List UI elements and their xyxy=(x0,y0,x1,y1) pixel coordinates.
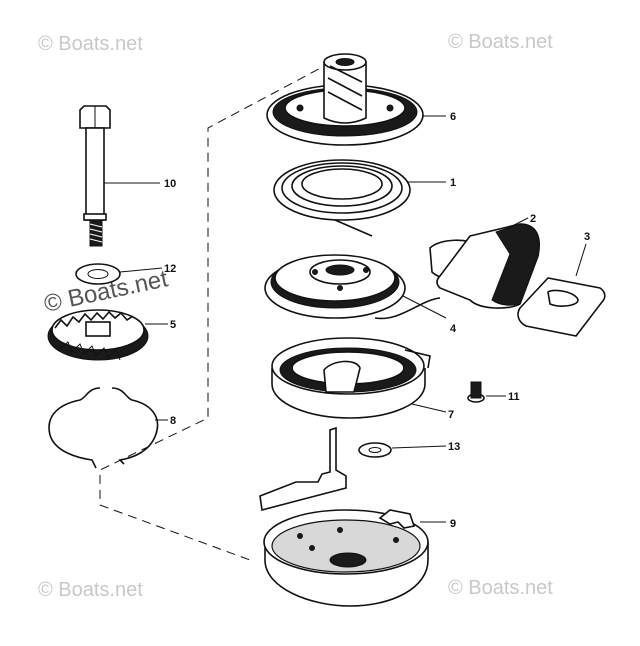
watermark-bottom-right: © Boats.net xyxy=(448,577,553,599)
callout-6: 6 xyxy=(450,111,456,123)
callout-12: 12 xyxy=(164,263,176,275)
callout-3: 3 xyxy=(584,231,590,243)
pulley-disk-part xyxy=(264,254,406,319)
handle-insert-part xyxy=(517,277,606,337)
ratchet-gear-part xyxy=(47,309,149,361)
callout-9: 9 xyxy=(450,518,456,530)
small-washer-part xyxy=(358,442,392,458)
spring-clip-part xyxy=(48,387,159,469)
callout-2: 2 xyxy=(530,213,536,225)
pulley-cup-part xyxy=(266,53,424,146)
starter-handle-part xyxy=(429,223,540,309)
screw-part xyxy=(467,381,485,403)
rope xyxy=(374,297,441,320)
rewind-spring-part xyxy=(273,159,411,237)
leader-4 xyxy=(402,295,447,319)
base-cup-part xyxy=(263,509,429,607)
callout-7: 7 xyxy=(448,409,454,421)
spring-housing-part xyxy=(271,337,431,419)
bolt-part xyxy=(79,105,111,247)
watermark-top-left: © Boats.net xyxy=(38,33,143,55)
watermark-top-right: © Boats.net xyxy=(448,31,553,53)
callout-13: 13 xyxy=(448,441,460,453)
callout-4: 4 xyxy=(450,323,457,335)
leader-2 xyxy=(507,217,529,229)
callout-11: 11 xyxy=(508,391,520,403)
watermark-bottom-left: © Boats.net xyxy=(38,579,143,601)
leader-7 xyxy=(411,403,447,413)
leader-12 xyxy=(119,267,163,273)
callout-1: 1 xyxy=(450,177,456,189)
leader-3 xyxy=(575,243,587,277)
leader-13 xyxy=(391,445,447,449)
callout-8: 8 xyxy=(170,415,176,427)
pawl-bracket-part xyxy=(259,426,347,512)
callout-10: 10 xyxy=(164,178,176,190)
washer-part xyxy=(75,263,121,285)
callout-5: 5 xyxy=(170,319,176,331)
